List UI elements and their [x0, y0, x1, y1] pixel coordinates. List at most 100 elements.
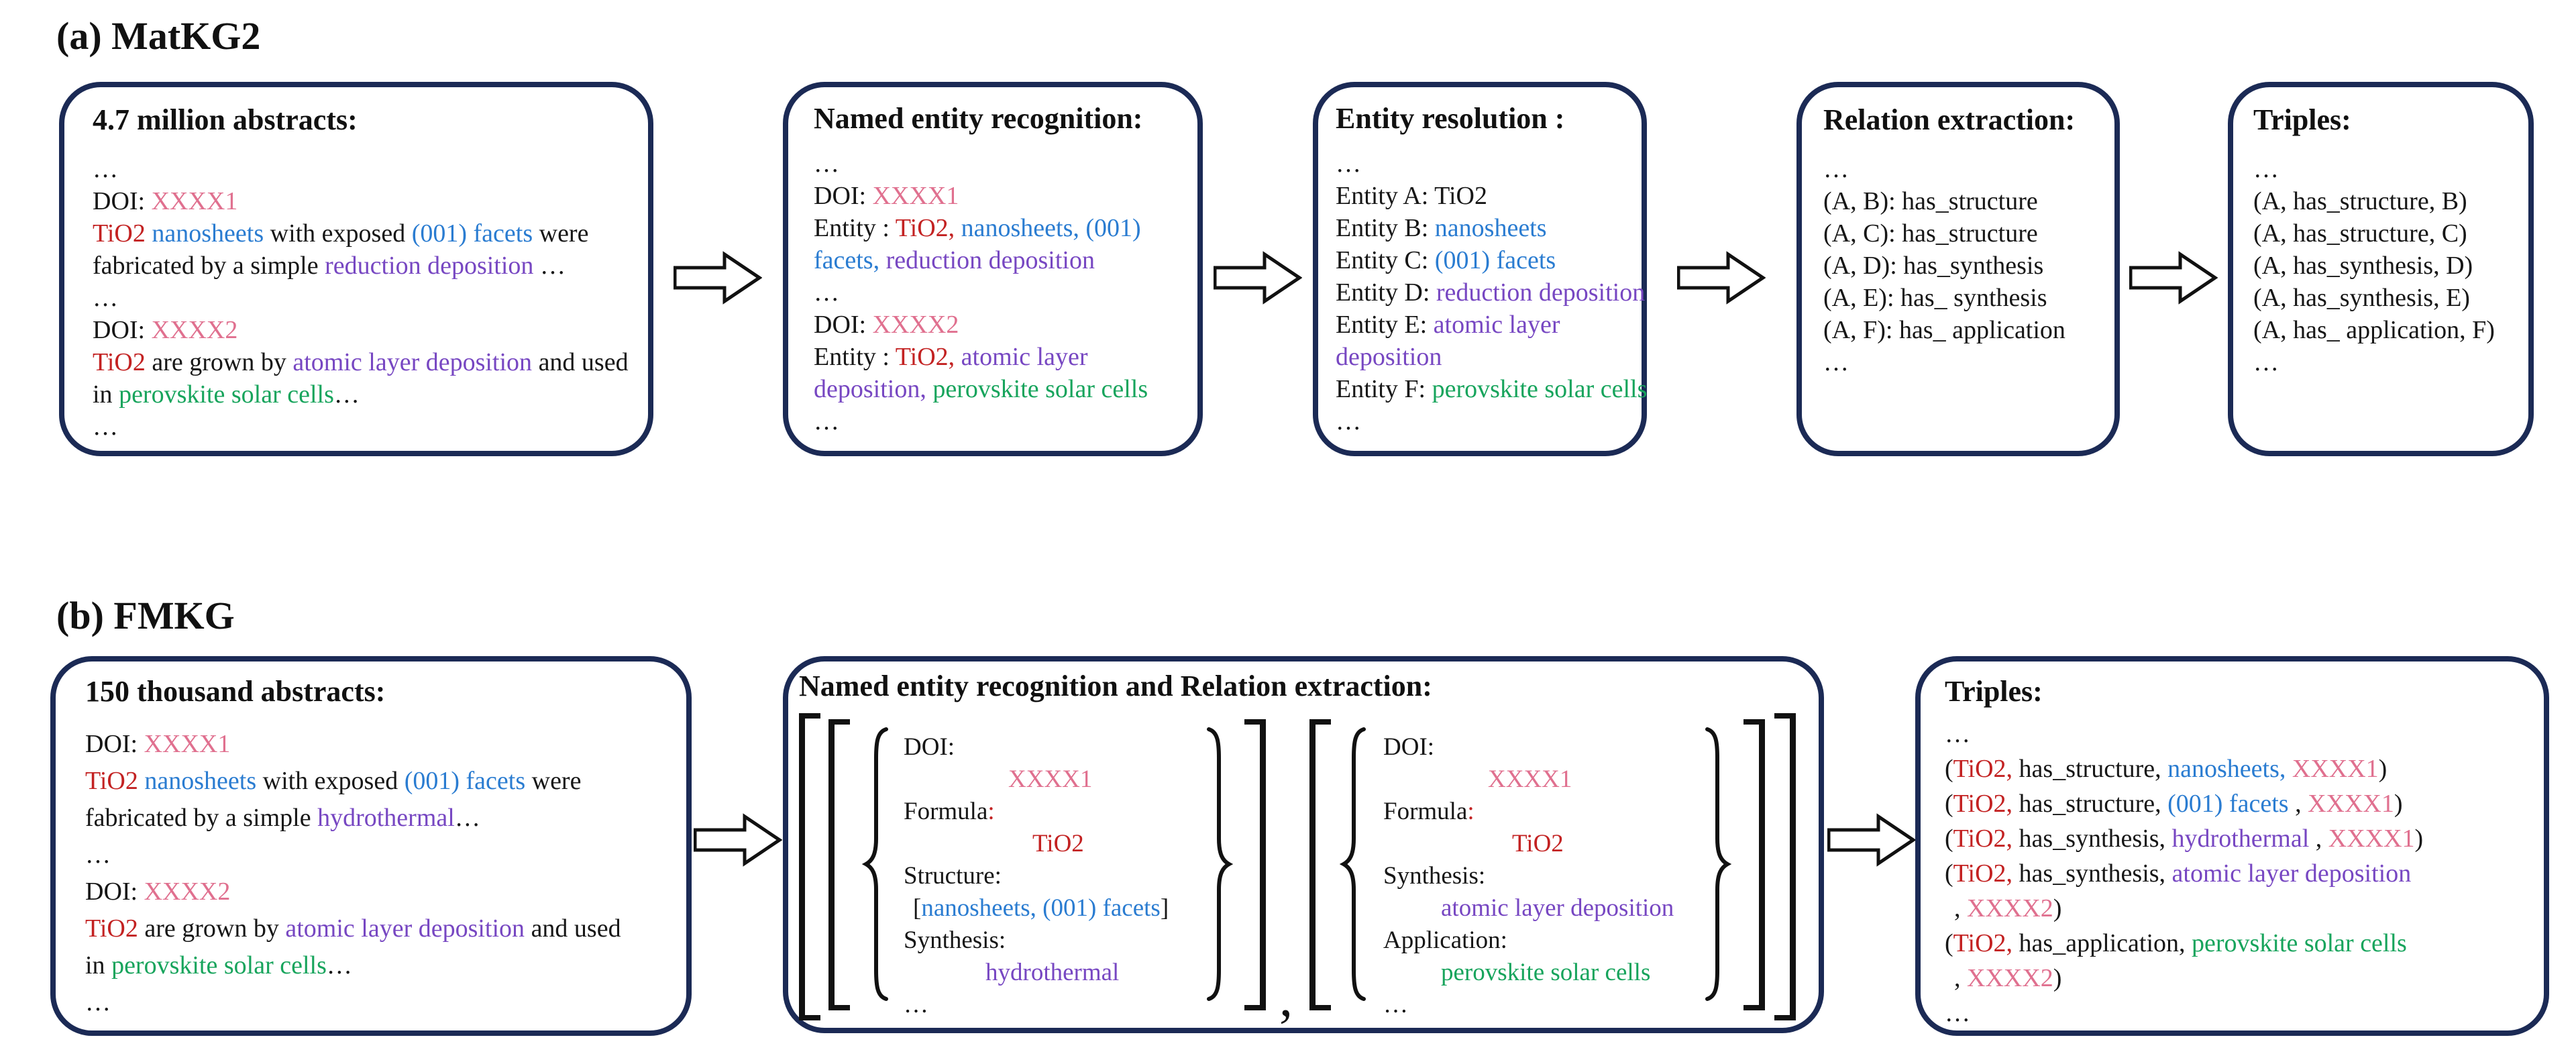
text-segment: XXXX2: [872, 311, 959, 339]
text-segment: fabricated by a simple: [93, 252, 325, 280]
text-segment: ): [2394, 790, 2403, 818]
text-segment: :: [987, 798, 995, 825]
text-segment: ,: [1954, 894, 1967, 922]
text-segment: atomic layer deposition: [292, 348, 533, 376]
box-b-triples-title: Triples:: [1945, 675, 2043, 708]
text-segment: DOI:: [85, 878, 144, 906]
arrow-right-icon: [1677, 251, 1766, 305]
arrow-right-icon: [1214, 251, 1302, 305]
text-segment: (: [1945, 929, 1953, 957]
text-line: DOI:: [904, 731, 1202, 763]
text-segment: [955, 343, 961, 371]
text-segment: XXXX2: [1967, 894, 2053, 922]
text-segment: …: [1823, 155, 1849, 183]
text-segment: …: [814, 150, 839, 178]
text-segment: ]: [1160, 894, 1169, 922]
text-segment: and used: [532, 348, 629, 376]
text-segment: ): [2378, 755, 2387, 783]
box-a-ner-title: Named entity recognition:: [814, 102, 1143, 135]
text-segment: TiO2,: [1953, 755, 2013, 783]
box-a-relation-extraction-title: Relation extraction:: [1823, 103, 2076, 136]
text-line: in perovskite solar cells…: [93, 378, 620, 411]
text-line: hydrothermal: [904, 957, 1202, 989]
text-segment: with exposed: [256, 767, 405, 795]
text-segment: ): [2053, 894, 2062, 922]
text-line: Structure:: [904, 860, 1202, 892]
arrow-right-icon: [1827, 813, 1916, 867]
box-b-triples: Triples: …(TiO2, has_structure, nanoshee…: [1915, 656, 2549, 1036]
text-line: (TiO2, has_synthesis, atomic layer depos…: [1945, 856, 2520, 891]
text-segment: nanosheets,: [961, 214, 1079, 242]
record1-open-brace: [862, 727, 888, 1001]
text-segment: :: [1467, 798, 1474, 825]
record2-close-brace: [1705, 727, 1731, 1001]
text-segment: DOI:: [93, 316, 152, 344]
text-segment: TiO2,: [1953, 825, 2013, 853]
text-line: …: [93, 282, 620, 314]
text-segment: XXXX1: [151, 187, 238, 215]
text-line: DOI: XXXX2: [85, 874, 657, 910]
box-b-ner-relation: Named entity recognition and Relation ex…: [783, 656, 1824, 1033]
text-segment: perovskite solar cells: [1432, 375, 1648, 403]
text-segment: nanosheets,: [2167, 755, 2286, 783]
text-segment: are grown by: [138, 914, 286, 943]
text-segment: Entity B:: [1336, 214, 1435, 242]
text-segment: in: [85, 951, 112, 980]
text-line: facets, reduction deposition: [814, 244, 1172, 276]
text-segment: Entity A: TiO2: [1336, 182, 1487, 210]
text-line: Entity D: reduction deposition: [1336, 276, 1645, 309]
text-segment: …: [904, 991, 928, 1018]
text-segment: …: [1823, 348, 1849, 376]
text-segment: …: [326, 951, 352, 980]
text-segment: Formula: [1383, 798, 1468, 825]
text-segment: perovskite solar cells: [119, 380, 334, 409]
text-line: …: [2253, 346, 2508, 378]
text-line: …: [93, 411, 620, 443]
text-line: , XXXX2): [1945, 891, 2520, 926]
text-segment: (: [1945, 825, 1953, 853]
text-line: (A, C): has_structure: [1823, 217, 2093, 250]
text-segment: DOI:: [814, 182, 873, 210]
text-line: Entity : TiO2, nanosheets, (001): [814, 212, 1172, 244]
text-segment: [138, 767, 145, 795]
box-b-abstracts-title: 150 thousand abstracts:: [85, 675, 386, 708]
text-segment: with exposed: [264, 219, 412, 248]
text-segment: nanosheets: [1434, 214, 1547, 242]
record-separator: ,: [1279, 969, 1293, 1028]
text-segment: TiO2: [1512, 830, 1564, 857]
text-segment: nanosheets: [144, 767, 257, 795]
text-segment: DOI:: [814, 311, 873, 339]
text-segment: in: [93, 380, 119, 409]
section-a-heading: (a) MatKG2: [56, 14, 261, 58]
text-segment: TiO2,: [1953, 790, 2013, 818]
text-line: …: [1945, 717, 2520, 751]
text-line: Formula:: [1383, 796, 1699, 828]
text-line: , XXXX2): [1945, 961, 2520, 996]
text-segment: XXXX1: [872, 182, 959, 210]
text-line: …: [1336, 148, 1624, 180]
text-segment: …: [93, 155, 118, 183]
text-line: …: [1336, 405, 1624, 437]
text-segment: nanosheets, (001) facets: [921, 894, 1161, 922]
text-line: fabricated by a simple reduction deposit…: [93, 250, 620, 282]
text-segment: (: [1945, 859, 1953, 888]
text-segment: Entity :: [814, 214, 896, 242]
text-segment: TiO2,: [1953, 929, 2013, 957]
text-segment: ): [2414, 825, 2424, 853]
text-segment: XXXX1: [2308, 790, 2394, 818]
text-segment: …: [93, 284, 118, 312]
box-a-entity-resolution-title: Entity resolution :: [1336, 102, 1565, 135]
text-line: TiO2: [1383, 828, 1699, 860]
text-line: DOI: XXXX2: [93, 314, 620, 346]
text-segment: facets,: [814, 246, 880, 274]
text-line: (A, has_synthesis, D): [2253, 250, 2508, 282]
text-segment: TiO2: [85, 767, 138, 795]
text-segment: perovskite solar cells: [1441, 959, 1651, 986]
text-line: …: [85, 984, 657, 1021]
text-line: (A, has_structure, C): [2253, 217, 2508, 250]
text-line: Entity C: (001) facets: [1336, 244, 1624, 276]
text-line: …: [85, 837, 657, 874]
text-segment: (A, has_ application, F): [2253, 316, 2495, 344]
